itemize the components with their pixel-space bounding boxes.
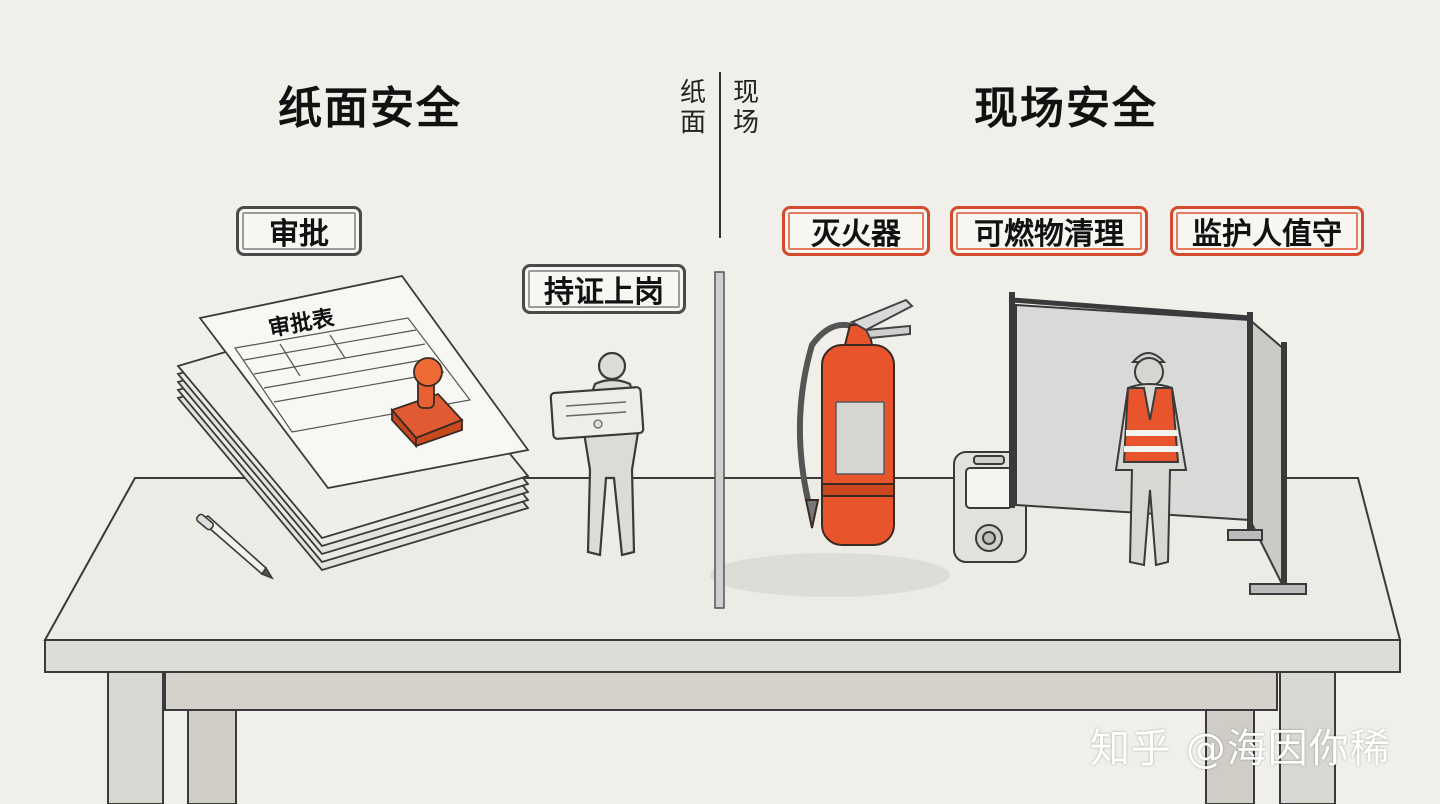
- divider-left-char: 面: [679, 108, 706, 138]
- watermark: 知乎 @海因你稀: [1090, 726, 1391, 772]
- tag-guardian-on-duty: 监护人值守: [1170, 206, 1364, 256]
- pen-icon: [195, 513, 274, 580]
- left-section-title: 纸面安全: [278, 83, 462, 134]
- tag-approval: 审批: [236, 206, 362, 256]
- certified-worker-figure: [549, 351, 645, 557]
- stamp-icon: [390, 357, 464, 449]
- divider-left-label: 纸 面: [678, 78, 708, 138]
- divider-right-char: 现: [732, 78, 759, 108]
- gas-detector-icon: [953, 451, 1027, 563]
- divider-panel: [714, 271, 725, 609]
- fire-extinguisher-icon: [796, 298, 914, 546]
- divider-right-char: 场: [732, 108, 759, 138]
- tag-combustible-cleanup: 可燃物清理: [950, 206, 1148, 256]
- tag-certified: 持证上岗: [522, 264, 686, 314]
- divider-right-label: 现 场: [731, 78, 761, 138]
- divider-left-char: 纸: [679, 78, 706, 108]
- tag-fire-extinguisher: 灭火器: [782, 206, 930, 256]
- supervisor-figure: [1114, 352, 1188, 567]
- right-section-title: 现场安全: [974, 83, 1158, 134]
